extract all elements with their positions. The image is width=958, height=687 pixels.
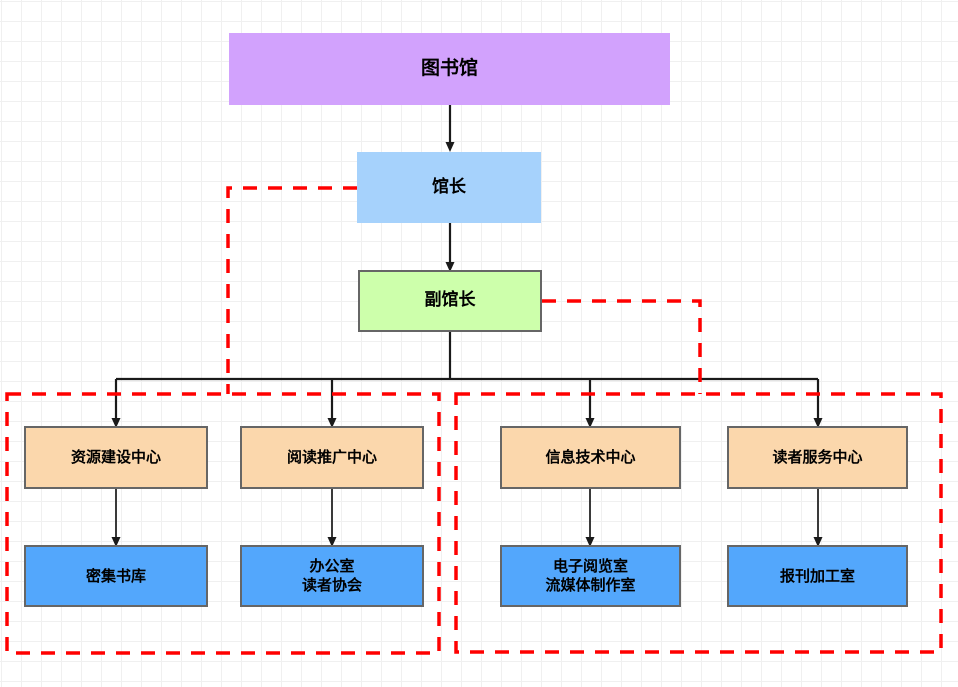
node-room-1[interactable]: 密集书库 [24, 545, 208, 607]
node-director-label: 馆长 [432, 176, 466, 197]
node-center-3-label: 信息技术中心 [545, 448, 636, 467]
node-room-3-label-line1: 电子阅览室 [552, 557, 628, 576]
node-library-label: 图书馆 [420, 57, 478, 80]
node-room-4[interactable]: 报刊加工室 [727, 545, 908, 607]
node-room-3-label-line2: 流媒体制作室 [545, 576, 636, 594]
node-room-2-label-line2: 读者协会 [301, 576, 362, 594]
dashed-link-deputy-to-right-group [542, 299, 702, 394]
node-center-1-label: 资源建设中心 [70, 448, 161, 467]
node-room-4-label: 报刊加工室 [779, 566, 855, 585]
node-center-1[interactable]: 资源建设中心 [24, 426, 208, 489]
node-deputy-director-label: 副馆长 [424, 290, 476, 311]
node-library[interactable]: 图书馆 [229, 33, 670, 105]
node-room-2-label-line1: 办公室 [309, 557, 355, 576]
node-center-3[interactable]: 信息技术中心 [500, 426, 681, 489]
node-center-4[interactable]: 读者服务中心 [727, 426, 908, 489]
node-room-2[interactable]: 办公室 读者协会 [240, 545, 424, 607]
node-center-2[interactable]: 阅读推广中心 [240, 426, 424, 489]
node-room-1-label: 密集书库 [85, 566, 146, 585]
node-director[interactable]: 馆长 [357, 152, 541, 223]
node-deputy-director[interactable]: 副馆长 [358, 270, 542, 332]
dashed-link-director-to-left-group [226, 186, 357, 394]
node-center-4-label: 读者服务中心 [772, 448, 863, 467]
node-center-2-label: 阅读推广中心 [286, 448, 377, 467]
node-room-3[interactable]: 电子阅览室 流媒体制作室 [500, 545, 681, 607]
